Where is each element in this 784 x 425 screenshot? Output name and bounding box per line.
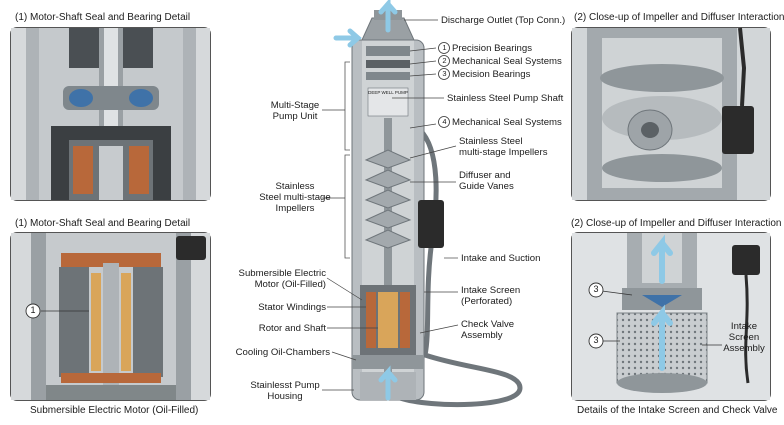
intake-flow-arrow xyxy=(651,304,673,371)
callout-ring-3 xyxy=(438,68,450,80)
panel-title-bottom-left: Submersible Electric Motor (Oil-Filled) xyxy=(30,405,199,416)
pump-shaft xyxy=(384,118,392,388)
label-cooling-oil: Cooling Oil-Chambers xyxy=(235,347,330,358)
label-motor-1: Submersible Electric xyxy=(238,268,326,279)
label-mechanical-seal-1: Mechanical Seal Systems xyxy=(452,56,562,67)
label-ss-impellers-3: Impellers xyxy=(275,203,315,214)
callout-number-4: 4 xyxy=(442,117,447,126)
nameplate-text: DEEP WELL PUMP xyxy=(368,90,408,95)
label-impellers-2: multi-stage Impellers xyxy=(459,147,548,158)
callout-ring-2 xyxy=(438,55,450,67)
seal-ring-right xyxy=(129,89,153,107)
pump-nameplate xyxy=(367,87,409,117)
intake-screen-assembly-label-3: Assembly xyxy=(723,343,765,354)
discharge-flow-arrow xyxy=(378,0,398,33)
seal-ring-left xyxy=(69,89,93,107)
panel-title-mid-right: (2) Close-up of Impeller and Diffuser In… xyxy=(571,218,782,229)
label-ss-impellers-2: Steel multi-stage xyxy=(259,192,331,203)
bottom-flow-arrow xyxy=(378,365,398,401)
label-precision-bearings: Precision Bearings xyxy=(452,43,532,54)
intake-screen-assembly-label-2: Screen xyxy=(728,332,760,343)
panel-title-top-right: (2) Close-up of Impeller and Diffuser In… xyxy=(574,12,784,23)
label-discharge-outlet: Discharge Outlet (Top Conn.) xyxy=(441,15,566,26)
left-motor-marker-ring xyxy=(25,303,41,319)
impeller-stages xyxy=(364,149,412,249)
label-housing-2: Housing xyxy=(267,391,303,402)
panel-title-top-left: (1) Motor-Shaft Seal and Bearing Detail xyxy=(15,12,191,23)
label-pump-shaft: Stainless Steel Pump Shaft xyxy=(447,93,564,104)
right-marker-a-number: 3 xyxy=(593,284,599,294)
motor-illustration xyxy=(11,233,210,400)
callout-number-2: 2 xyxy=(442,56,447,65)
label-diffuser-2: Guide Vanes xyxy=(459,181,514,192)
label-intake-suction: Intake and Suction xyxy=(461,253,541,264)
label-check-valve-1: Check Valve xyxy=(461,319,515,330)
left-motor-marker-number: 1 xyxy=(30,305,36,315)
callout-number-1: 1 xyxy=(442,43,447,52)
label-stator-windings: Stator Windings xyxy=(258,302,326,313)
label-intake-screen-2: (Perforated) xyxy=(461,296,513,307)
panel-title-bottom-right: Details of the Intake Screen and Check V… xyxy=(577,405,778,416)
label-multistage-1: Multi-Stage xyxy=(270,100,320,111)
callout-ring-1 xyxy=(438,42,450,54)
label-check-valve-2: Assembly xyxy=(461,330,503,341)
label-multistage-2: Pump Unit xyxy=(272,111,318,122)
intake-flow-arrow-top xyxy=(651,234,673,284)
inlet-flow-arrow xyxy=(333,28,362,48)
intake-screen-illustration xyxy=(572,233,770,400)
label-impellers-1: Stainless Steel xyxy=(459,136,523,147)
panel-title-mid-left: (1) Motor-Shaft Seal and Bearing Detail xyxy=(15,218,191,229)
right-marker-a-ring xyxy=(588,282,604,298)
seal-bearing-illustration xyxy=(11,28,210,200)
label-housing-1: Stainlesst Pump xyxy=(250,380,320,391)
right-marker-b-number: 3 xyxy=(593,335,599,345)
seal-bearing-detail-panel xyxy=(10,27,211,201)
callout-number-3: 3 xyxy=(442,69,447,78)
label-mecision-bearings: Mecision Bearings xyxy=(452,69,531,80)
label-motor-2: Motor (Oil-Filled) xyxy=(254,279,326,290)
label-rotor-shaft: Rotor and Shaft xyxy=(258,323,326,334)
intake-screen-assembly-label-1: Intake xyxy=(730,321,758,332)
impeller-diffuser-panel xyxy=(571,27,771,201)
cable-junction-box xyxy=(418,200,444,248)
callout-ring-4 xyxy=(438,116,450,128)
right-marker-b-ring xyxy=(588,333,604,349)
label-intake-screen-1: Intake Screen xyxy=(461,285,521,296)
label-ss-impellers-1: Stainless xyxy=(275,181,315,192)
label-diffuser-1: Diffuser and xyxy=(459,170,511,181)
impeller-illustration xyxy=(572,27,770,200)
label-mechanical-seal-2: Mechanical Seal Systems xyxy=(452,117,562,128)
motor-detail-panel: 1 xyxy=(10,232,211,401)
intake-screen-panel: 3 3 Intake Screen Assembly xyxy=(571,232,771,401)
